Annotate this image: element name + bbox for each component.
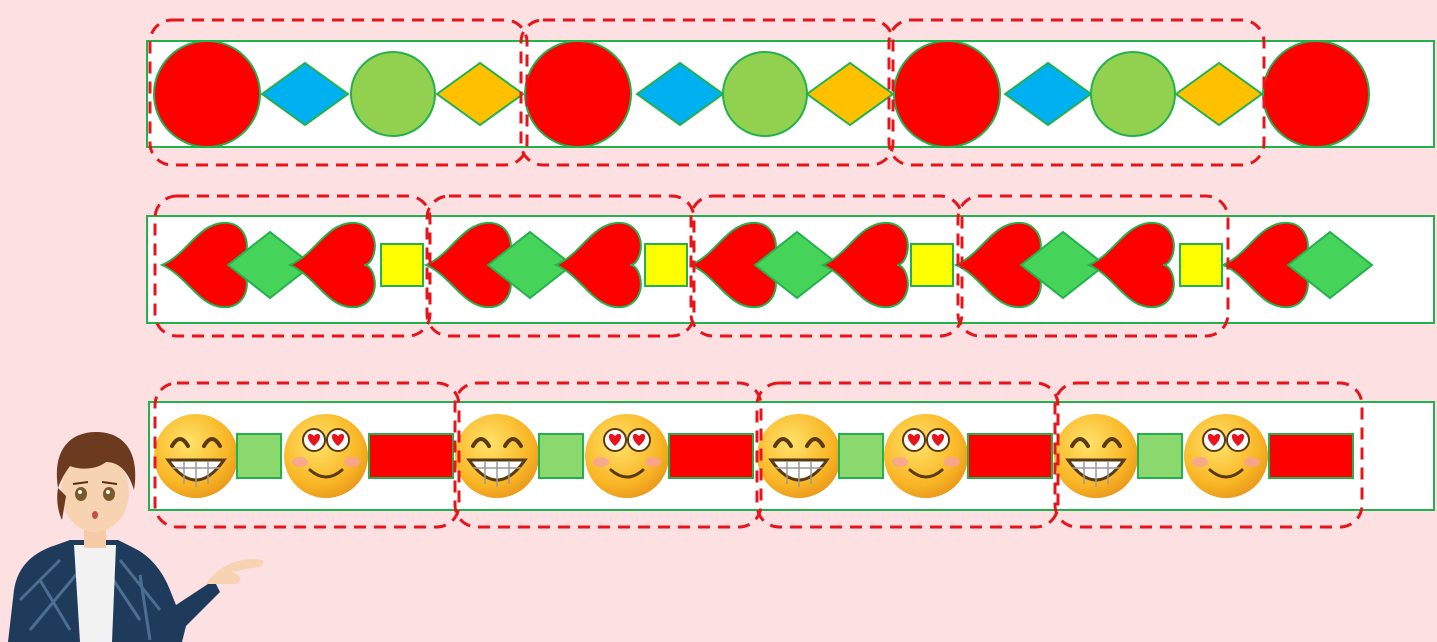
- yellow-square: [645, 244, 687, 286]
- yellow-square: [1180, 244, 1222, 286]
- green-circle: [351, 52, 435, 136]
- green-square: [539, 434, 583, 478]
- red-circle: [525, 41, 631, 147]
- emoji-blush: [292, 457, 308, 467]
- emoji-face: [884, 414, 968, 498]
- heart-eyes-emoji: [585, 414, 669, 498]
- emoji-face: [585, 414, 669, 498]
- emoji-blush: [1192, 457, 1208, 467]
- green-square: [839, 434, 883, 478]
- emoji-blush: [944, 457, 960, 467]
- red-rectangle: [669, 434, 753, 478]
- emoji-blush: [593, 457, 609, 467]
- grinning-emoji: [757, 414, 841, 498]
- green-square: [1138, 434, 1182, 478]
- green-square: [237, 434, 281, 478]
- emoji-blush: [1244, 457, 1260, 467]
- red-circle: [894, 41, 1000, 147]
- green-circle: [723, 52, 807, 136]
- yellow-square: [911, 244, 953, 286]
- heart-eyes-emoji: [284, 414, 368, 498]
- emoji-face: [284, 414, 368, 498]
- yellow-square: [381, 244, 423, 286]
- red-rectangle: [968, 434, 1052, 478]
- red-rectangle: [369, 434, 453, 478]
- emoji-blush: [645, 457, 661, 467]
- heart-eyes-emoji: [884, 414, 968, 498]
- red-circle: [1263, 41, 1369, 147]
- emoji-blush: [344, 457, 360, 467]
- green-circle: [1091, 52, 1175, 136]
- grinning-emoji: [455, 414, 539, 498]
- heart-eyes-emoji: [1184, 414, 1268, 498]
- grinning-emoji: [1054, 414, 1138, 498]
- emoji-blush: [892, 457, 908, 467]
- emoji-face: [1184, 414, 1268, 498]
- red-rectangle: [1269, 434, 1353, 478]
- grinning-emoji: [154, 414, 238, 498]
- red-circle: [154, 41, 260, 147]
